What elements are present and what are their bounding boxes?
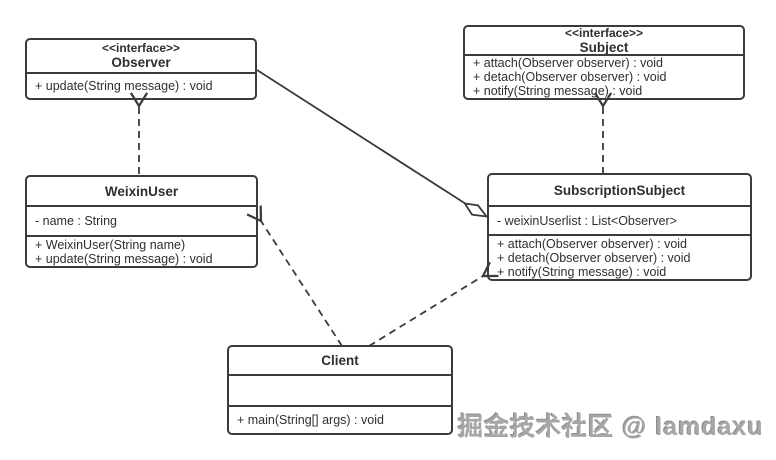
class-name-observer: Observer	[111, 55, 171, 70]
class-name-subject: Subject	[579, 39, 629, 55]
watermark-text: 掘金技术社区 @ lamdaxu	[458, 413, 764, 441]
method-item: + detach(Observer observer) : void	[497, 250, 691, 265]
attribute-item: - name : String	[35, 214, 117, 228]
class-box-subscriptionsubject: SubscriptionSubject - weixinUserlist : L…	[487, 173, 752, 281]
attributes-compartment-empty	[229, 374, 451, 405]
attributes-compartment: - weixinUserlist : List<Observer>	[489, 205, 750, 234]
methods-compartment: + attach(Observer observer) : void + det…	[465, 54, 743, 98]
method-item: + attach(Observer observer) : void	[473, 56, 664, 70]
class-box-observer: <<interface>> Observer + update(String m…	[25, 38, 257, 100]
class-name-client: Client	[321, 353, 359, 368]
class-header-weixinuser: WeixinUser	[27, 177, 256, 205]
class-name-weixinuser: WeixinUser	[104, 183, 179, 199]
stereotype-label: <<interface>>	[101, 41, 181, 55]
class-header-subscriptionsubject: SubscriptionSubject	[489, 175, 750, 205]
methods-compartment: + WeixinUser(String name) + update(Strin…	[27, 235, 256, 266]
method-item: + notify(String message) : void	[473, 84, 643, 98]
stereotype-label: <<interface>>	[564, 25, 644, 40]
method-item: + update(String message) : void	[35, 79, 213, 93]
dependency-client-weixinuser	[246, 205, 343, 347]
class-header-observer: <<interface>> Observer	[27, 40, 255, 72]
class-name-subscriptionsubject: SubscriptionSubject	[553, 182, 686, 198]
method-item: + detach(Observer observer) : void	[473, 70, 667, 84]
class-header-subject: <<interface>> Subject	[465, 25, 743, 55]
method-item: + attach(Observer observer) : void	[497, 236, 688, 251]
method-item: + notify(String message) : void	[497, 264, 667, 279]
class-box-weixinuser: WeixinUser - name : String + WeixinUser(…	[25, 175, 258, 268]
attribute-item: - weixinUserlist : List<Observer>	[497, 213, 677, 228]
methods-compartment: + main(String[] args) : void	[229, 405, 451, 433]
methods-compartment: + attach(Observer observer) : void + det…	[489, 234, 750, 279]
aggregation-line-observer-subscriptionsubject	[256, 69, 467, 205]
dependency-client-subscriptionsubject	[368, 261, 499, 347]
methods-compartment: + update(String message) : void	[27, 72, 255, 98]
class-header-client: Client	[229, 347, 451, 374]
method-item: + main(String[] args) : void	[237, 413, 384, 427]
class-box-client: Client + main(String[] args) : void	[227, 345, 453, 435]
aggregation-diamond	[463, 202, 489, 218]
class-box-subject: <<interface>> Subject + attach(Observer …	[463, 25, 745, 100]
method-item: + WeixinUser(String name)	[35, 237, 186, 252]
attributes-compartment: - name : String	[27, 205, 256, 235]
method-item: + update(String message) : void	[35, 251, 213, 266]
